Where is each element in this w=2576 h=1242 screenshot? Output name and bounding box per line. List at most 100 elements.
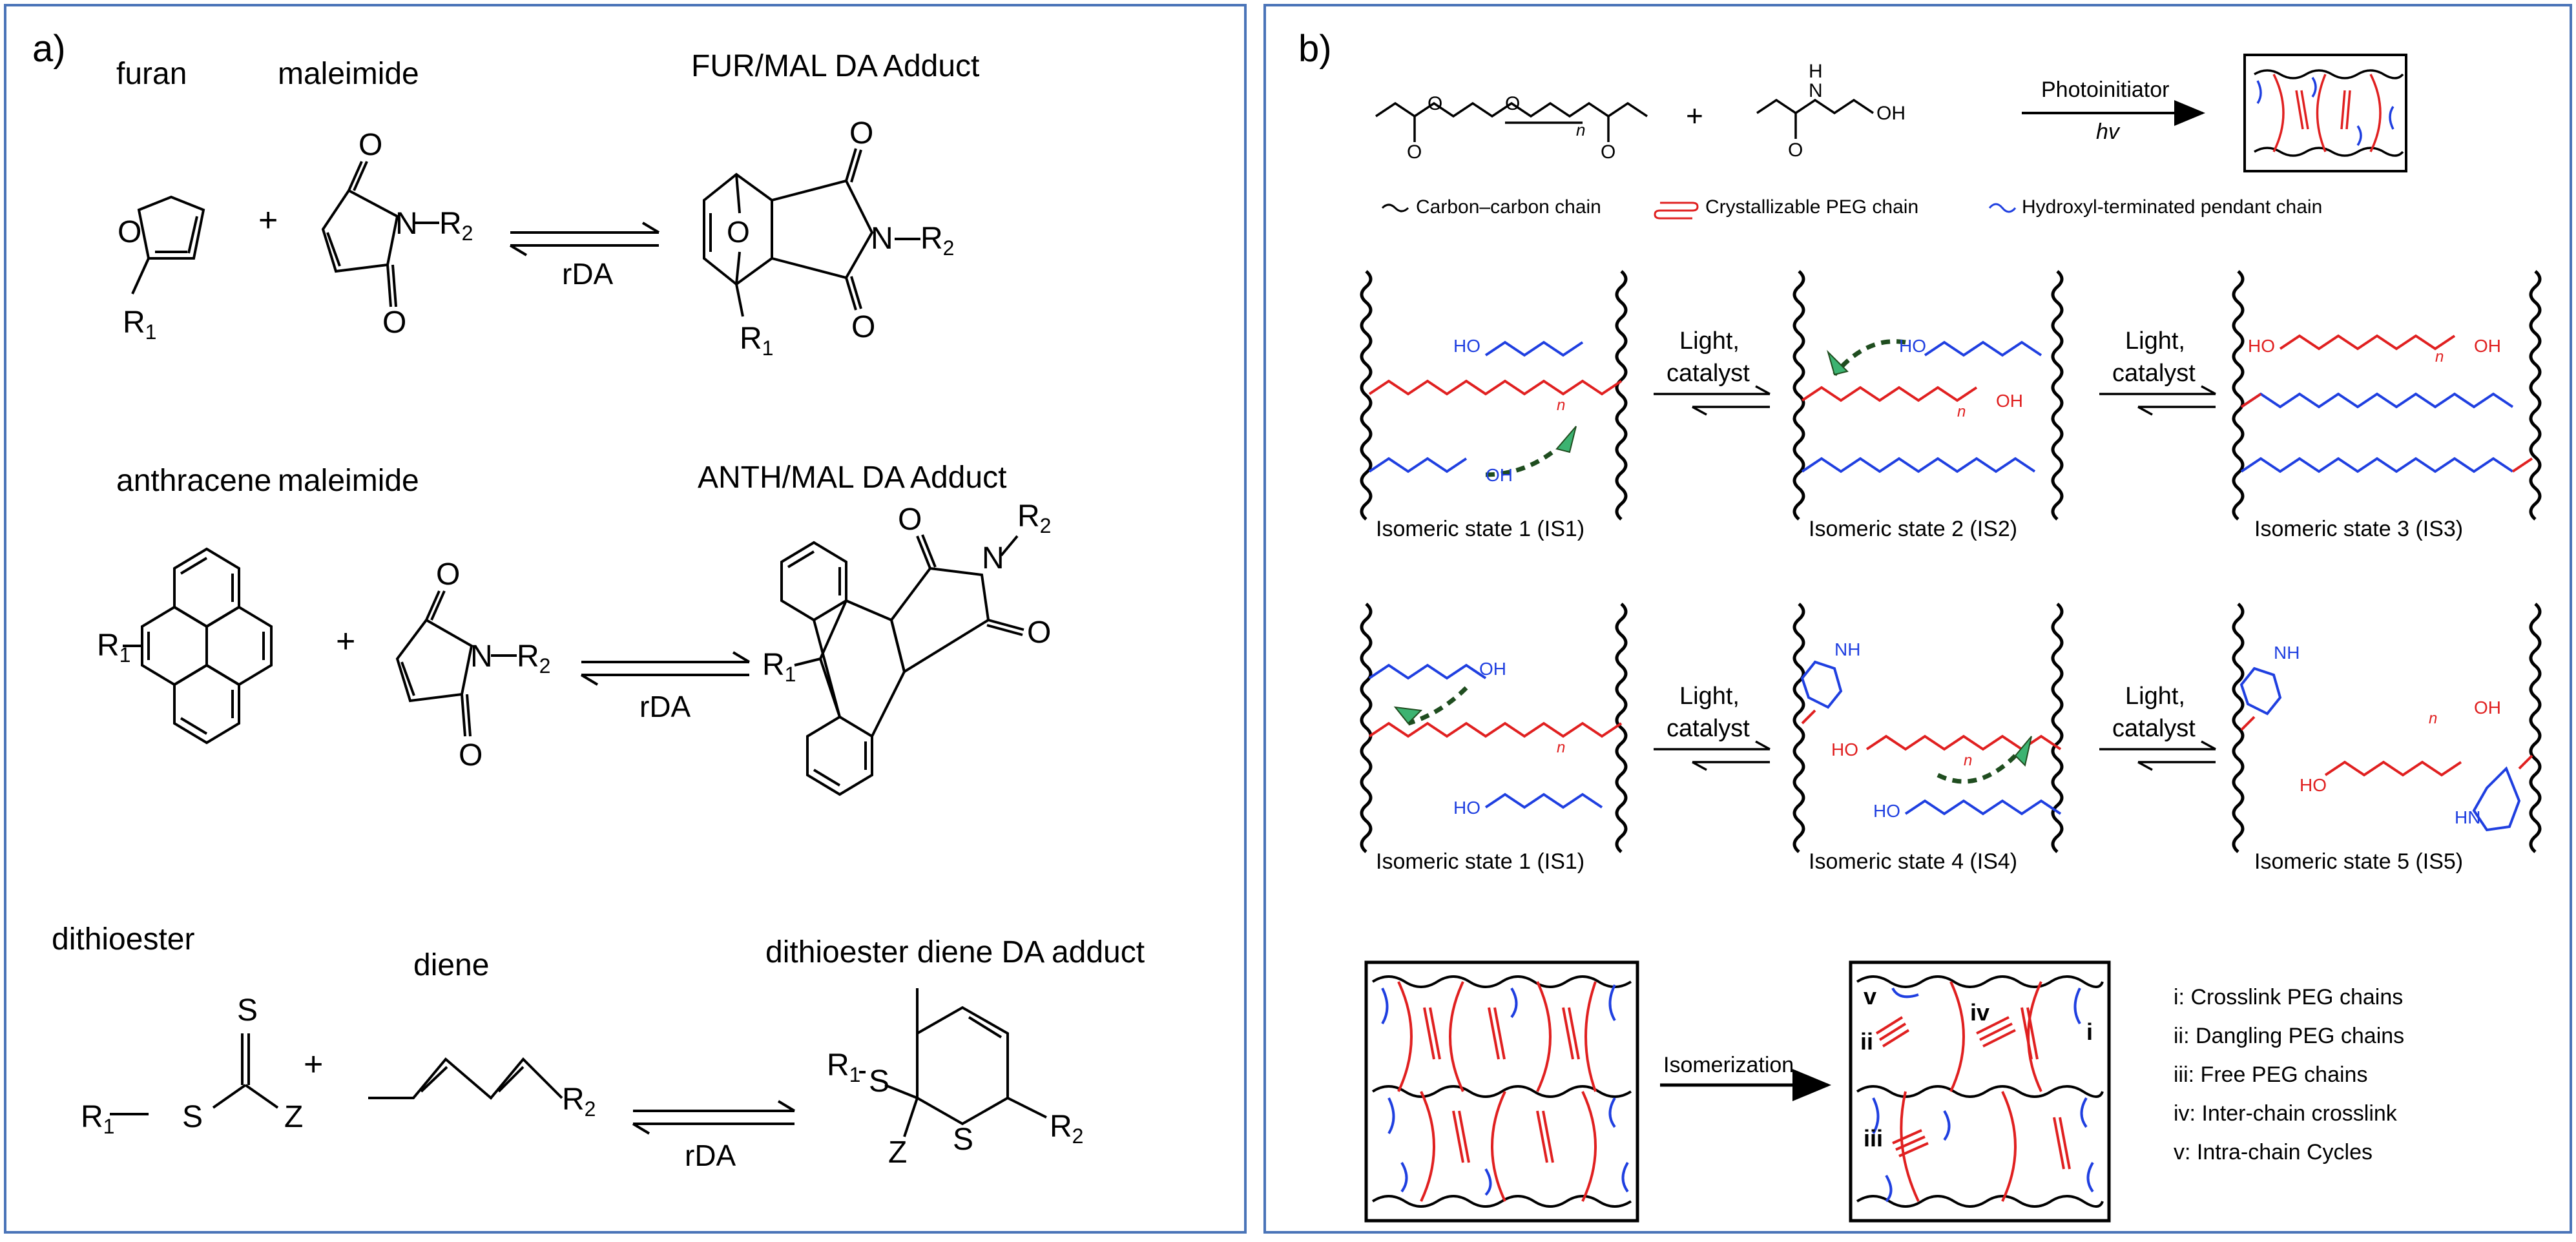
is1-n-row2: n xyxy=(1557,739,1565,756)
is2-oh-row1: OH xyxy=(1996,391,2023,411)
row2-arrow2-bottom: catalyst xyxy=(2112,715,2196,742)
furan-o: O xyxy=(118,215,141,249)
state-row-2: OH HO n Isomeric state 1 (IS1) Light, ca… xyxy=(1362,604,2540,874)
is1-structure-row1 xyxy=(1362,271,1626,519)
maleimide-1-r2: R2 xyxy=(439,207,473,245)
note-v: v: Intra-chain Cycles xyxy=(2174,1140,2373,1164)
maleimide-2-o-bottom: O xyxy=(459,738,483,772)
fur-mal-o-bridge: O xyxy=(727,215,750,249)
adduct-z: Z xyxy=(888,1135,907,1170)
rda-label-3: rDA xyxy=(685,1139,736,1172)
row2-arrow2-top: Light, xyxy=(2125,683,2185,710)
adduct-r1: R1 xyxy=(827,1048,860,1086)
is1-ho-row1: HO xyxy=(1453,336,1480,356)
diene-structure xyxy=(368,1057,563,1100)
is5-structure-row2 xyxy=(2234,604,2540,852)
anthracene-label: anthracene xyxy=(116,464,271,498)
roman-iv: iv xyxy=(1970,999,1989,1026)
row1-arrow2-top: Light, xyxy=(2125,327,2185,355)
anth-mal-o-right: O xyxy=(1027,616,1051,650)
panel-a-label: a) xyxy=(32,28,66,70)
row1-arrow1-bottom: catalyst xyxy=(1667,360,1750,387)
dithioester-adduct-label: dithioester diene DA adduct xyxy=(765,935,1145,969)
anth-mal-n: N xyxy=(982,541,1004,575)
panel-b: b) O O O O n + H N OH O Photoinitiator h… xyxy=(1263,4,2572,1234)
pegda-structure xyxy=(1375,101,1648,142)
equilibrium-arrow-2 xyxy=(580,651,751,686)
is5-nh-row2: NH xyxy=(2274,643,2300,663)
roman-v: v xyxy=(1864,983,1876,1009)
maleimide-2-structure xyxy=(395,590,517,737)
is3-ho-row1: HO xyxy=(2248,336,2275,356)
dithioester-structure xyxy=(110,1033,279,1115)
fur-mal-r2: R2 xyxy=(920,222,954,260)
is1-oh-row1: OH xyxy=(1486,465,1513,485)
is4-ho-peg-row2: HO xyxy=(1831,740,1858,760)
pegda-o1: O xyxy=(1428,93,1442,114)
pegda-o4: O xyxy=(1601,141,1615,163)
is4-nh-row2: NH xyxy=(1834,639,1860,659)
roman-ii: ii xyxy=(1860,1028,1873,1055)
is2-label-row1: Isomeric state 2 (IS2) xyxy=(1809,517,2017,541)
fur-mal-adduct-label: FUR/MAL DA Adduct xyxy=(691,49,979,83)
anth-mal-adduct-structure xyxy=(780,534,1024,796)
plus-1: + xyxy=(258,202,278,239)
is1-label-row1: Isomeric state 1 (IS1) xyxy=(1376,517,1584,541)
maleimide-1-o-top: O xyxy=(358,128,382,162)
is5-label-row2: Isomeric state 5 (IS5) xyxy=(2254,849,2463,874)
is2-ho-row1: HO xyxy=(1899,336,1926,356)
anthracene-r1: R1 xyxy=(97,628,130,667)
equilibrium-arrow-3 xyxy=(632,1100,796,1135)
is4-n-row2: n xyxy=(1964,752,1972,769)
network-before xyxy=(1364,960,1639,1223)
is3-label-row1: Isomeric state 3 (IS3) xyxy=(2254,517,2463,541)
note-ii: ii: Dangling PEG chains xyxy=(2174,1024,2404,1048)
is2-structure-row1 xyxy=(1794,271,2062,519)
is1-label-row2: Isomeric state 1 (IS1) xyxy=(1376,849,1584,874)
legend-peg-swatch xyxy=(1654,202,1699,220)
heaa-h: H xyxy=(1809,61,1823,82)
pegda-n: n xyxy=(1576,120,1585,140)
row2-equilibrium-1 xyxy=(1654,740,1771,771)
row1-arrow1-top: Light, xyxy=(1679,327,1740,355)
roman-i: i xyxy=(2086,1019,2093,1045)
roman-iii: iii xyxy=(1864,1125,1883,1152)
photoinitiator-label: Photoinitiator xyxy=(2041,78,2169,102)
is3-oh-row1: OH xyxy=(2474,336,2501,356)
is1-n-row1: n xyxy=(1557,397,1565,414)
is4-ho-row2: HO xyxy=(1873,801,1900,821)
panel-a-frame xyxy=(4,4,1247,1234)
diene-r2: R2 xyxy=(562,1082,596,1121)
note-i: i: Crosslink PEG chains xyxy=(2174,985,2403,1009)
note-iii: iii: Free PEG chains xyxy=(2174,1062,2367,1087)
dithioester-s-top: S xyxy=(237,993,258,1028)
isomerization-label: Isomerization xyxy=(1663,1053,1794,1077)
furan-structure xyxy=(131,195,205,295)
is5-n-row2: n xyxy=(2429,710,2437,727)
network-product xyxy=(2243,54,2407,172)
maleimide-1-o-bottom: O xyxy=(382,305,406,340)
maleimide-1-n: N xyxy=(395,207,418,241)
legend-carbon-swatch xyxy=(1381,203,1409,212)
legend-pendant-text: Hydroxyl-terminated pendant chain xyxy=(2022,196,2322,218)
heaa-structure xyxy=(1756,98,1874,139)
is5-oh-row2: OH xyxy=(2474,698,2501,718)
heaa-oh: OH xyxy=(1876,103,1906,124)
rda-label-2: rDA xyxy=(639,690,691,723)
notes: i: Crosslink PEG chains ii: Dangling PEG… xyxy=(2174,985,2404,1164)
adduct-s-ring: S xyxy=(953,1123,973,1157)
network-after xyxy=(1849,960,2111,1223)
equilibrium-arrow-1 xyxy=(509,222,660,256)
dithioester-label: dithioester xyxy=(52,922,194,957)
is1-ho-row2: HO xyxy=(1453,798,1480,818)
anthracene-structure xyxy=(123,547,273,745)
pegda-o3: O xyxy=(1407,141,1422,163)
fur-mal-r1: R1 xyxy=(740,322,773,360)
furan-label: furan xyxy=(116,57,187,91)
anth-mal-r2: R2 xyxy=(1017,499,1051,537)
plus-2: + xyxy=(336,623,355,660)
plus-3: + xyxy=(304,1046,323,1083)
is3-structure-row1 xyxy=(2234,271,2540,519)
state-row-1: HO OH n Isomeric state 1 (IS1) Light, ca… xyxy=(1362,271,2540,541)
